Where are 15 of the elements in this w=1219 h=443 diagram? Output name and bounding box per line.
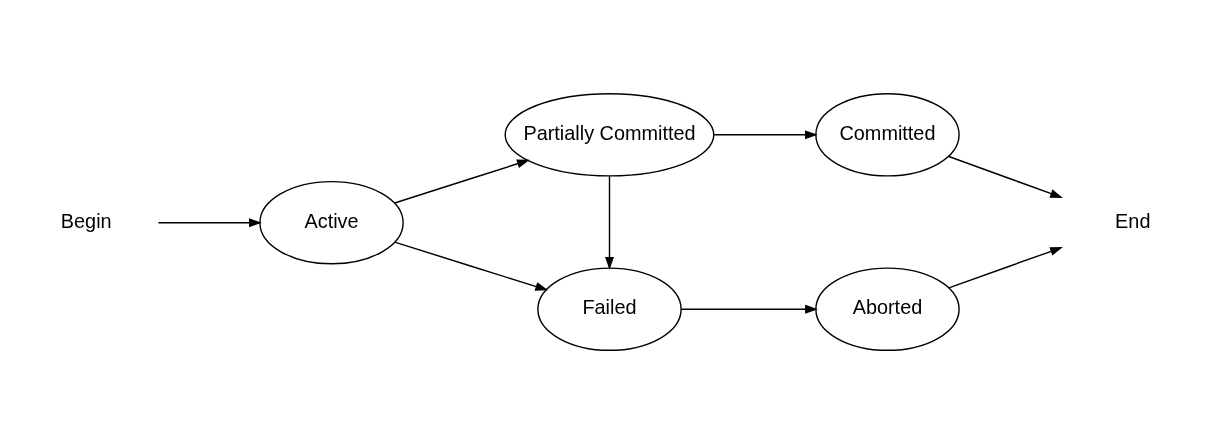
arrow [948, 155, 1063, 198]
arrow [605, 175, 614, 270]
node-ellipse: Aborted [815, 266, 960, 351]
arrow [394, 240, 549, 291]
arrow [157, 217, 262, 227]
node-ellipse: Committed [815, 92, 960, 177]
node-ellipse: Partially Committed [504, 92, 715, 177]
node-ellipse: Failed [537, 266, 682, 351]
arrow [680, 304, 818, 314]
node-text: Begin [60, 209, 112, 232]
arrow [394, 158, 530, 204]
node-text: End [1115, 209, 1151, 232]
node-ellipse: Active [259, 180, 404, 265]
arrow [713, 129, 818, 139]
arrow [948, 246, 1063, 289]
